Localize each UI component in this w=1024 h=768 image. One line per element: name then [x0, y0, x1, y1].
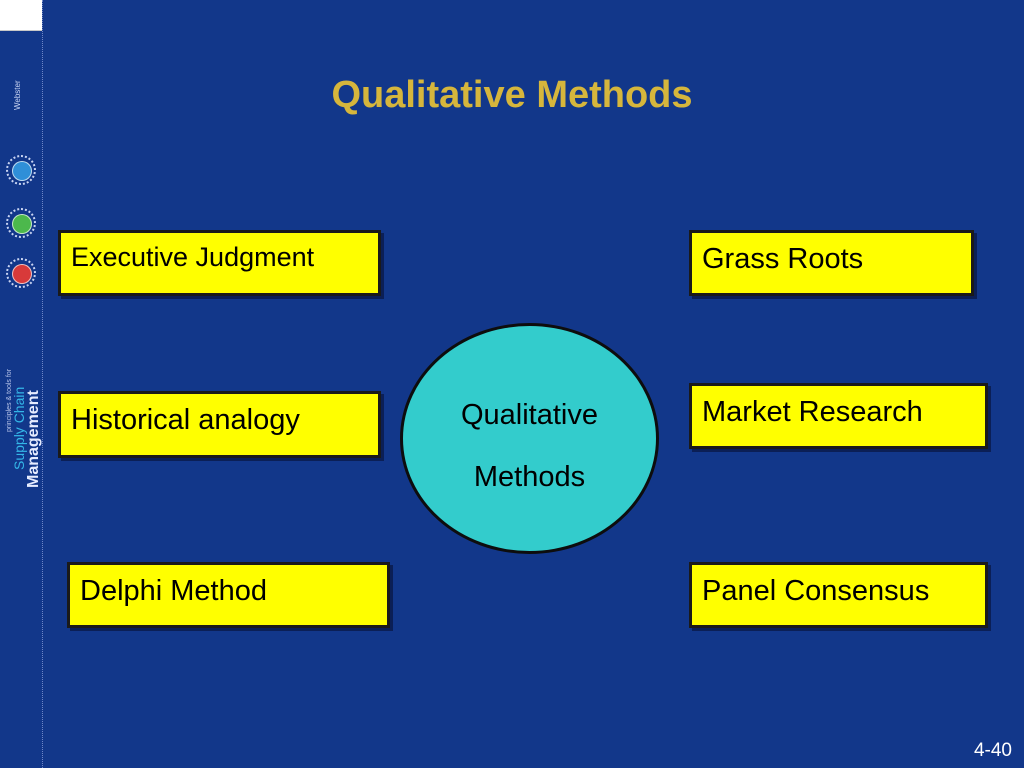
brand-management: Management: [25, 390, 42, 488]
executive-judgment-box: Executive Judgment: [58, 230, 381, 296]
corner-box: [0, 0, 42, 31]
slide-title: Qualitative Methods: [331, 74, 693, 116]
delphi-method-box: Delphi Method: [67, 562, 390, 628]
branding-sidebar: Webster principles & tools for Supply Ch…: [0, 0, 43, 768]
center-label-line2: Methods: [473, 461, 586, 493]
market-research-box: Market Research: [689, 383, 988, 449]
blue-logo-icon: [6, 155, 36, 185]
center-label-line1: Qualitative: [460, 399, 598, 431]
panel-consensus-box: Panel Consensus: [689, 562, 988, 628]
grass-roots-box: Grass Roots: [689, 230, 974, 296]
red-logo-icon: [6, 258, 36, 288]
center-circle: Qualitative Methods: [400, 323, 659, 554]
center-label: Qualitative Methods: [403, 384, 656, 508]
page-number: 4-40: [973, 740, 1012, 761]
green-logo-icon: [6, 208, 36, 238]
historical-analogy-box: Historical analogy: [58, 391, 381, 458]
